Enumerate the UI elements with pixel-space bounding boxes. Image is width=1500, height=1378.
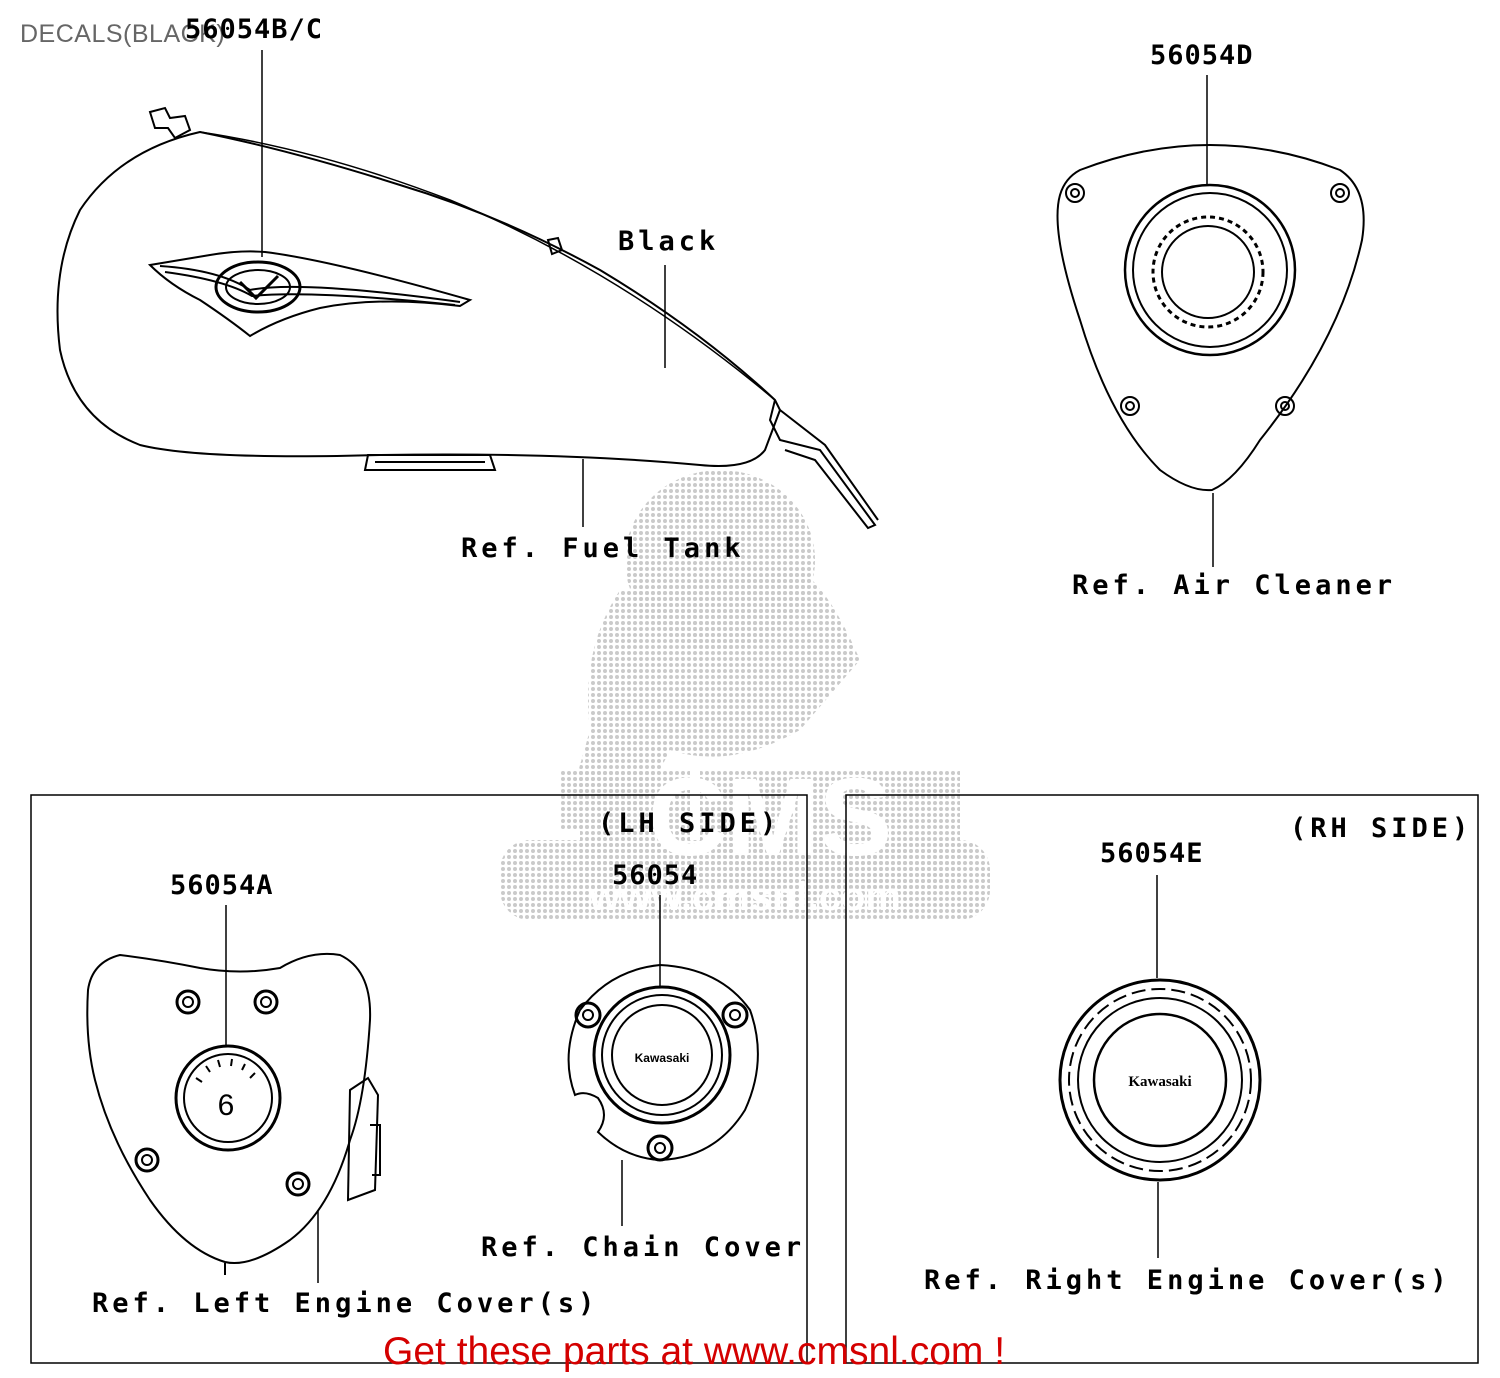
label-ref-air-cleaner: Ref. Air Cleaner: [1072, 570, 1397, 601]
part-number-right-engine-decal: 56054E: [1100, 838, 1204, 869]
label-ref-right-engine-cover: Ref. Right Engine Cover(s): [924, 1265, 1451, 1296]
label-black: Black: [618, 226, 720, 257]
watermark-logo-text: CMS: [648, 756, 892, 879]
chain-cover-brand-text: Kawasaki: [635, 1051, 690, 1065]
label-lh-side: (LH SIDE): [598, 808, 781, 839]
right-engine-cover-drawing: [1058, 978, 1262, 1182]
cms-watermark: CMS www.cmsnl.com: [500, 470, 990, 920]
left-engine-cover-drawing: [86, 952, 381, 1275]
part-number-tank-decal: 56054B/C: [185, 14, 324, 45]
fuel-tank-drawing: [56, 106, 879, 530]
lh-side-box: [30, 794, 808, 1364]
tank-wing-emblem: [147, 250, 473, 338]
label-ref-chain-cover: Ref. Chain Cover: [481, 1232, 806, 1263]
part-number-left-engine-decal: 56054A: [170, 870, 274, 901]
gauge-digit: 6: [218, 1089, 235, 1122]
page-title: DECALS(BLACK): [20, 20, 226, 48]
chain-cover-drawing: [567, 963, 759, 1162]
label-ref-left-engine-cover: Ref. Left Engine Cover(s): [92, 1288, 599, 1319]
part-number-chain-cover-decal: 56054: [612, 860, 699, 891]
air-cleaner-drawing: [1056, 144, 1365, 492]
label-ref-fuel-tank: Ref. Fuel Tank: [461, 533, 745, 564]
label-rh-side: (RH SIDE): [1290, 813, 1473, 844]
footer-cta-link[interactable]: Get these parts at www.cmsnl.com !: [383, 1330, 1006, 1373]
rh-side-box: [845, 794, 1479, 1364]
leader-lines: [225, 50, 1214, 1283]
watermark-url: www.cmsnl.com: [588, 875, 901, 919]
right-cover-brand-text: Kawasaki: [1128, 1074, 1191, 1090]
part-number-air-cleaner-decal: 56054D: [1150, 40, 1254, 71]
